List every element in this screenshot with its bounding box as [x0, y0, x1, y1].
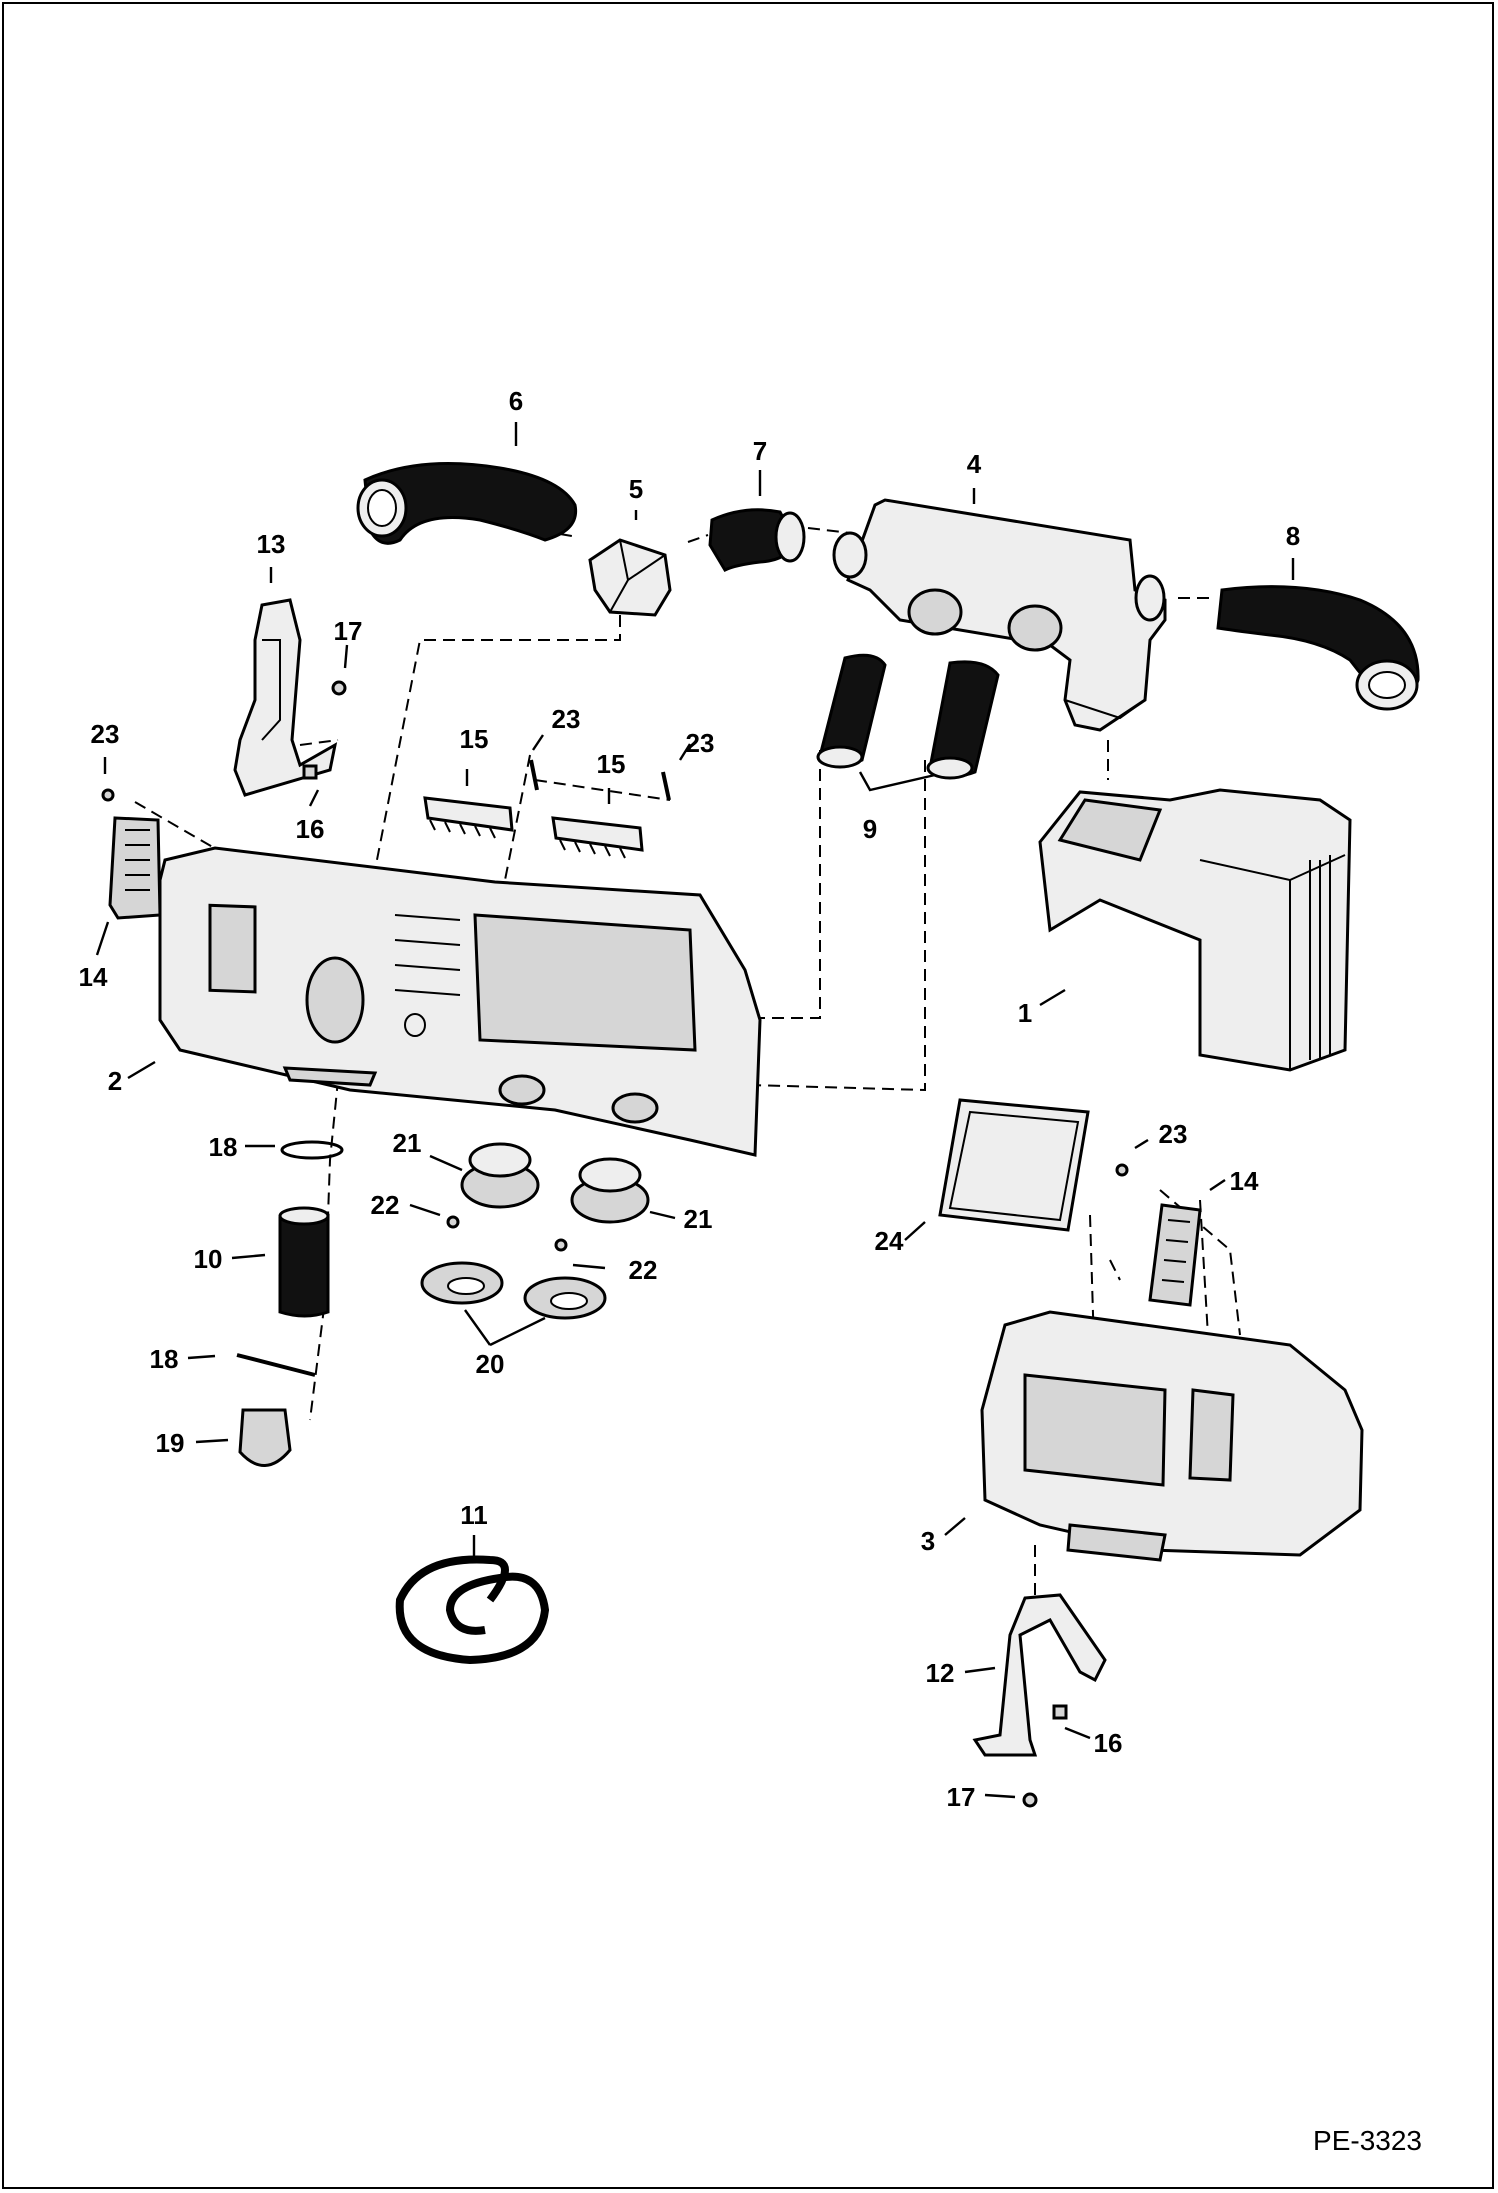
part-20-bezel-right — [523, 1276, 607, 1320]
callout-3: 3 — [921, 1526, 935, 1556]
part-11-coil-seal — [395, 1555, 550, 1665]
callout-12: 12 — [926, 1658, 955, 1688]
callouts: 6 5 7 4 8 13 17 23 15 23 15 23 16 9 14 1… — [79, 386, 1301, 1812]
callout-22-right: 22 — [629, 1255, 658, 1285]
callout-2: 2 — [108, 1066, 122, 1096]
callout-16-bottom: 16 — [1094, 1728, 1123, 1758]
callout-23-right: 23 — [686, 728, 715, 758]
callout-18-bottom: 18 — [150, 1344, 179, 1374]
part-1-heater-box — [1038, 788, 1352, 1072]
part-14-vent-left — [108, 816, 162, 920]
callout-1: 1 — [1018, 998, 1032, 1028]
callout-5: 5 — [629, 474, 643, 504]
callout-13: 13 — [257, 529, 286, 559]
callout-10: 10 — [194, 1244, 223, 1274]
part-5-y-connector — [588, 538, 672, 617]
part-12-bracket — [972, 1593, 1107, 1757]
callout-14-left: 14 — [79, 962, 108, 992]
callout-9: 9 — [863, 814, 877, 844]
callout-23-mid: 23 — [552, 704, 581, 734]
callout-24: 24 — [875, 1226, 904, 1256]
figure-code: PE-3323 — [1313, 2125, 1422, 2156]
part-10-tube — [278, 1206, 330, 1318]
callout-23-lower-right: 23 — [1159, 1119, 1188, 1149]
part-24-filter — [938, 1098, 1090, 1232]
callout-7: 7 — [753, 436, 767, 466]
leader-lines — [95, 422, 1295, 1799]
callout-21-left: 21 — [393, 1128, 422, 1158]
callout-21-right: 21 — [684, 1204, 713, 1234]
part-14-vent-right — [1148, 1203, 1202, 1307]
part-13-bracket — [233, 598, 338, 797]
part-21-outlet-right — [570, 1157, 650, 1224]
part-21-outlet-left — [460, 1142, 540, 1209]
callout-17-top: 17 — [334, 616, 363, 646]
callout-16-top: 16 — [296, 814, 325, 844]
callout-17-bottom: 17 — [947, 1782, 976, 1812]
part-2-dash-panel — [158, 846, 762, 1157]
callout-6: 6 — [509, 386, 523, 416]
part-4-plenum — [832, 498, 1167, 732]
callout-4: 4 — [967, 449, 982, 479]
callout-22-left: 22 — [371, 1190, 400, 1220]
callout-19: 19 — [156, 1428, 185, 1458]
callout-14-right: 14 — [1230, 1166, 1259, 1196]
part-19-nozzle — [238, 1408, 292, 1467]
part-15-vent-b — [551, 816, 644, 859]
part-18-clamp-upper — [280, 1140, 344, 1160]
part-15-vent-a — [423, 796, 514, 839]
part-20-bezel-left — [420, 1261, 504, 1305]
part-18-clamp-lower — [236, 1353, 316, 1377]
part-7-elbow-hose — [708, 508, 806, 572]
part-6-duct-hose — [356, 462, 578, 545]
part-9-hoses — [816, 653, 1000, 780]
part-3-side-panel — [980, 1310, 1364, 1562]
fasteners — [101, 680, 1129, 1808]
callout-20: 20 — [476, 1349, 505, 1379]
part-8-duct-hose — [1216, 585, 1420, 711]
callout-15-left: 15 — [460, 724, 489, 754]
callout-18-top: 18 — [209, 1132, 238, 1162]
callout-23-left: 23 — [91, 719, 120, 749]
callout-8: 8 — [1286, 521, 1300, 551]
callout-15-right: 15 — [597, 749, 626, 779]
callout-11: 11 — [460, 1500, 488, 1530]
